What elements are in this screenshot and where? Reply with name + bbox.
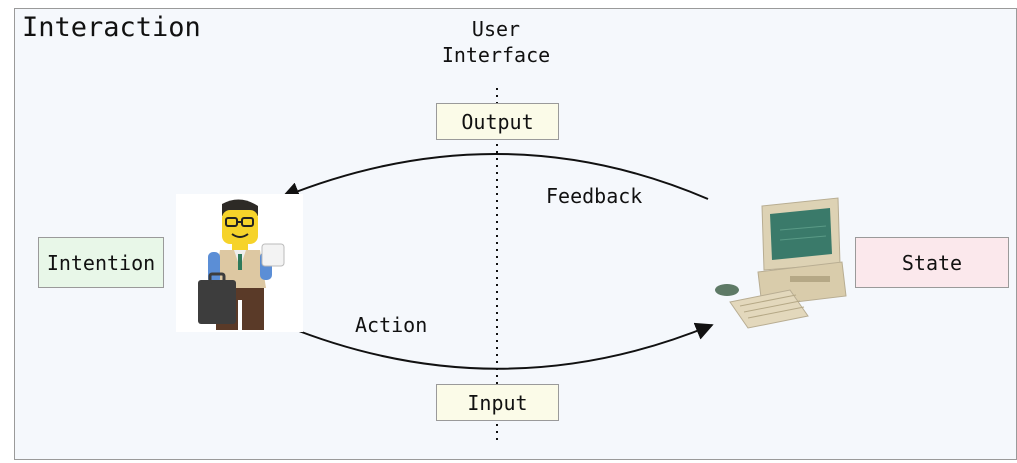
feedback-label: Feedback: [546, 184, 643, 208]
user-interface-label: User Interface: [426, 16, 566, 68]
user-figure-icon: [176, 194, 303, 332]
intention-box: Intention: [38, 237, 164, 288]
state-box: State: [855, 237, 1009, 288]
output-box: Output: [436, 103, 559, 140]
action-label: Action: [355, 313, 428, 337]
feedback-arrow: [281, 153, 709, 200]
input-box: Input: [436, 384, 559, 421]
user-interface-label-line1: User: [471, 17, 521, 41]
diagram-title: Interaction: [22, 12, 201, 43]
user-interface-label-line2: Interface: [441, 43, 551, 67]
action-arrow: [285, 322, 714, 370]
